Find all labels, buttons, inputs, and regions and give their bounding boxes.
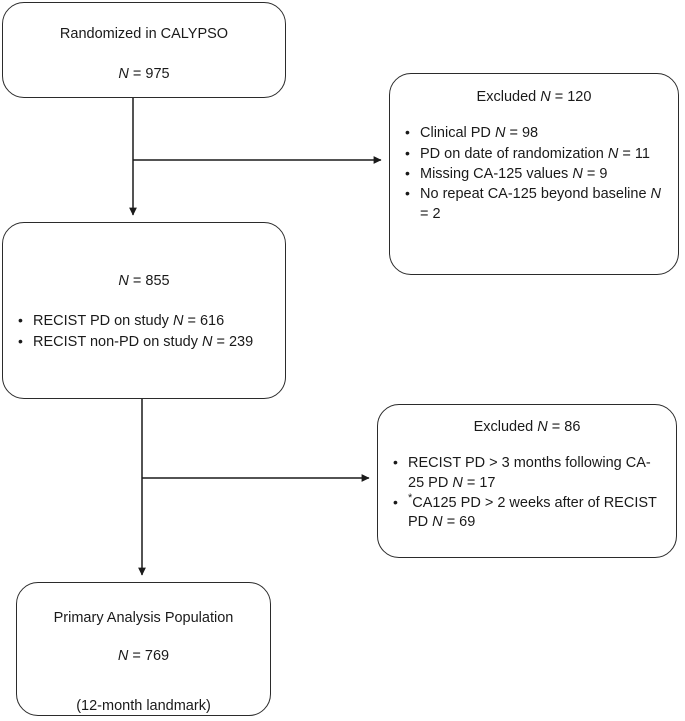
- n-symbol: N: [201, 333, 213, 350]
- list-item: RECIST PD on study N = 616: [17, 311, 271, 331]
- heading-text: Excluded: [473, 419, 538, 435]
- n-value: = 769: [132, 647, 170, 664]
- bullet-text: RECIST PD on study: [33, 313, 173, 330]
- asterisk-marker: *: [408, 492, 413, 505]
- spacer: [392, 436, 662, 454]
- spacer: [404, 106, 664, 124]
- bullet-text: PD on date of randomization: [420, 145, 608, 162]
- box-excluded-120: Excluded N = 120 Clinical PD N = 98 PD o…: [389, 73, 679, 275]
- n-symbol: N: [540, 89, 551, 105]
- n-value: = 86: [551, 419, 581, 435]
- n-symbol: N: [537, 419, 548, 435]
- n-symbol: N: [118, 273, 129, 289]
- n-symbol: N: [432, 514, 443, 531]
- bullet-text: Missing CA-125 values: [420, 165, 573, 182]
- randomized-count: N = 975: [17, 65, 271, 83]
- excluded-2-heading: Excluded N = 86: [392, 418, 662, 436]
- n-value: = 11: [622, 145, 650, 162]
- n-symbol: N: [118, 66, 129, 83]
- n-symbol: N: [572, 165, 583, 182]
- list-item: No repeat CA-125 beyond baseline N = 2: [404, 184, 664, 224]
- list-item: PD on date of randomization N = 11: [404, 144, 664, 164]
- list-item: RECIST PD > 3 months following CA-25 PD …: [392, 453, 662, 493]
- randomized-title: Randomized in CALYPSO: [59, 26, 229, 42]
- list-item: Clinical PD N = 98: [404, 123, 664, 143]
- box-excluded-86: Excluded N = 86 RECIST PD > 3 months fol…: [377, 404, 677, 558]
- n-value: = 975: [132, 66, 170, 83]
- bullet-text: RECIST PD > 3 months following CA-25 PD: [408, 455, 651, 491]
- bullet-text: CA125 PD > 2 weeks after of RECIST PD: [408, 494, 657, 531]
- n-value: = 120: [554, 89, 592, 105]
- spacer: [31, 627, 256, 647]
- excluded-1-bullet-list: Clinical PD N = 98 PD on date of randomi…: [404, 123, 664, 225]
- box-eligible-population: N = 855 RECIST PD on study N = 616 RECIS…: [2, 222, 286, 399]
- primary-title: Primary Analysis Population: [53, 610, 234, 626]
- n-value: = 69: [446, 514, 476, 531]
- list-item: *CA125 PD > 2 weeks after of RECIST PD N…: [392, 492, 662, 533]
- n-value: = 616: [187, 313, 225, 330]
- list-item: Missing CA-125 values N = 9: [404, 164, 664, 184]
- primary-landmark-note: (12-month landmark): [76, 697, 211, 714]
- box-primary-analysis-population: Primary Analysis Population N = 769 (12-…: [16, 582, 271, 716]
- n-symbol: N: [452, 474, 463, 491]
- eligible-bullet-list: RECIST PD on study N = 616 RECIST non-PD…: [17, 311, 271, 353]
- primary-count: N = 769: [31, 647, 256, 665]
- n-value: = 2: [420, 205, 441, 222]
- n-symbol: N: [607, 145, 619, 162]
- n-symbol: N: [117, 647, 129, 664]
- box-randomized-in-calypso: Randomized in CALYPSO N = 975: [2, 2, 286, 98]
- spacer: [17, 290, 271, 312]
- n-value: = 855: [132, 273, 170, 289]
- spacer: [31, 665, 256, 697]
- bullet-text: Clinical PD: [420, 125, 495, 142]
- eligible-count: N = 855: [17, 272, 271, 290]
- n-value: = 239: [216, 333, 254, 350]
- n-value: = 17: [466, 474, 496, 491]
- n-value: = 98: [509, 125, 539, 142]
- n-symbol: N: [172, 313, 184, 330]
- list-item: RECIST non-PD on study N = 239: [17, 332, 271, 352]
- n-value: = 9: [586, 165, 608, 182]
- heading-text: Excluded: [476, 89, 541, 105]
- spacer: [17, 43, 271, 65]
- spacer: [17, 223, 271, 272]
- bullet-text: RECIST non-PD on study: [33, 333, 202, 350]
- n-symbol: N: [494, 125, 506, 142]
- excluded-1-heading: Excluded N = 120: [404, 88, 664, 106]
- bullet-text: No repeat CA-125 beyond baseline: [420, 186, 651, 203]
- n-symbol: N: [650, 186, 662, 203]
- excluded-2-bullet-list: RECIST PD > 3 months following CA-25 PD …: [392, 453, 662, 534]
